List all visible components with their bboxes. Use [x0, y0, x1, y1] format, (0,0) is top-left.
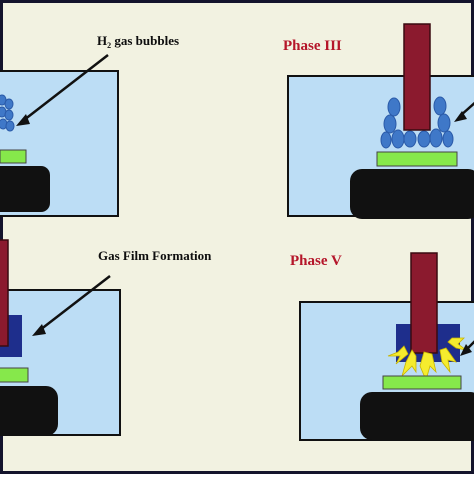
pointer-arrow: [39, 275, 111, 331]
workpiece-base: [350, 169, 474, 219]
sample-pad: [0, 367, 29, 383]
bubble: [4, 109, 14, 121]
spark-discharge: [387, 337, 467, 382]
electrode: [403, 23, 431, 131]
bubble-cluster: [0, 94, 15, 132]
spark: [401, 349, 417, 378]
bubble: [429, 128, 443, 148]
spark: [439, 347, 457, 374]
bubble: [437, 113, 451, 133]
arrowhead: [454, 111, 467, 122]
bubble: [387, 97, 401, 117]
bubble-cluster: [380, 96, 454, 149]
bubble: [383, 114, 397, 134]
bubble: [391, 129, 405, 149]
label-h2-gas-bubbles: H2 gas bubbles: [97, 33, 179, 50]
electrode: [0, 239, 9, 347]
bubble: [5, 120, 15, 132]
spark: [447, 337, 467, 351]
panel-gas-film: Gas Film Formation: [0, 239, 212, 436]
bubble: [380, 131, 392, 149]
label-phase-three: Phase III: [283, 38, 342, 54]
sample-pad: [382, 375, 462, 390]
spark: [387, 345, 409, 365]
label-gas-film-formation: Gas Film Formation: [98, 248, 212, 263]
bubble: [4, 98, 14, 110]
sample-pad: [376, 151, 458, 167]
arrowhead: [16, 114, 30, 126]
bubble: [433, 96, 447, 116]
panel-phase-five: Phase V: [290, 252, 474, 441]
sample-pad: [0, 149, 27, 164]
panel-phase-three: Phase III: [283, 23, 474, 219]
workpiece-base: [0, 386, 58, 436]
pointer-arrow: [23, 54, 109, 121]
bubble: [442, 130, 454, 148]
spark: [419, 351, 437, 382]
label-phase-five: Phase V: [290, 253, 342, 269]
bubble: [417, 130, 431, 148]
bubble: [403, 130, 417, 148]
arrowhead: [460, 344, 472, 356]
workpiece-base: [360, 392, 474, 440]
workpiece-base: [0, 166, 50, 212]
panel-h2-bubbles: H2 gas bubbles: [0, 33, 179, 217]
electrode: [410, 252, 438, 354]
arrowhead: [32, 324, 46, 336]
